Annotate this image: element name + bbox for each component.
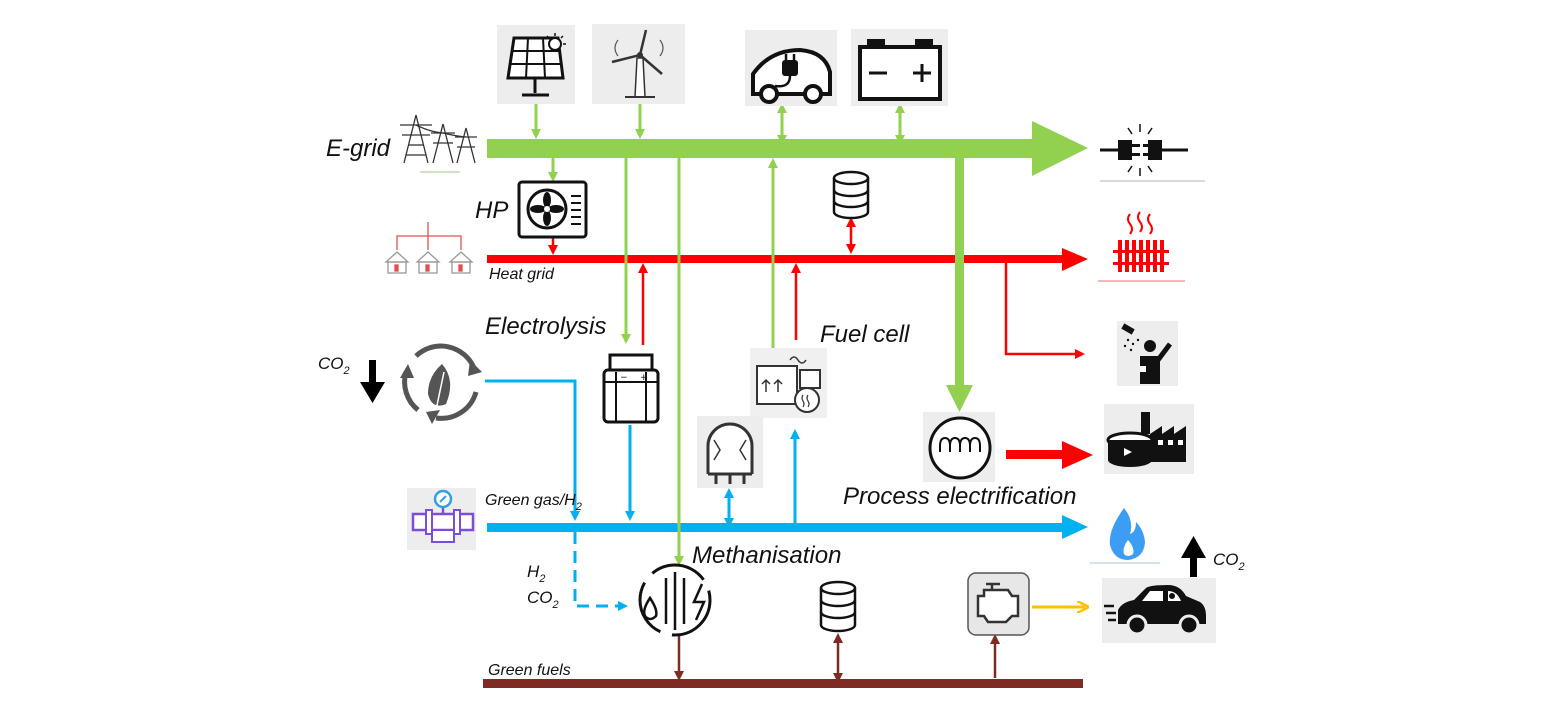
heat-pump-icon [517,180,588,239]
methanisation-icon [638,563,712,637]
storage-cylinder-icon [819,580,857,633]
svg-text:+: + [640,373,648,383]
electric-car-icon [745,30,837,106]
hp-label: HP [475,197,508,224]
methanisation-label: Methanisation [692,542,841,569]
green-fuels-label: Green fuels [488,662,571,679]
process-electrification-connector [946,157,973,412]
electric-connectors [531,103,905,566]
car-icon [1102,578,1216,643]
electrolysis-label: Electrolysis [485,313,606,340]
heat-connectors [548,217,1085,359]
plug-socket-icon [1100,124,1205,182]
electrolyser-icon: − + [602,353,660,424]
process-electrification-label: Process electrification [843,483,1076,510]
heat-grid-label: Heat grid [489,266,555,283]
storage-cylinder-icon [832,170,870,220]
co2-sink-arrow [360,360,385,403]
flame-icon [1090,508,1160,564]
green-gas-label: Green gas/H2 [485,492,582,513]
shower-icon [1117,321,1178,386]
fuel-connectors [674,633,1000,683]
gas-connectors [485,379,800,611]
fuel-cell-label: Fuel cell [820,321,910,348]
process-heat-arrow [1006,441,1093,469]
radiator-icon [1098,211,1185,282]
green-fuels-bus [483,679,1083,688]
engine-icon [967,572,1030,636]
gas-tank-icon [697,416,763,488]
wind-turbine-icon [592,24,685,104]
co2-emission-arrow [1181,536,1206,577]
industry-icon [1104,404,1194,474]
fuel-cell-icon [750,348,827,418]
battery-icon [851,29,948,106]
co2-input-label: CO2 [527,588,559,611]
svg-text:−: − [620,373,628,383]
solar-panel-icon [497,25,575,104]
e-grid-bus [487,121,1088,176]
heating-coil-icon [923,412,995,482]
e-grid-label: E-grid [326,135,391,162]
gas-pipeline-icon [407,488,476,550]
biogas-cycle-icon [400,343,482,424]
co2-sink-label: CO2 [318,354,350,377]
heat-grid-bus [487,248,1088,271]
co2-emission-label: CO2 [1213,550,1245,573]
district-heating-icon [384,222,474,274]
h2-input-label: H2 [527,562,545,585]
gas-grid-bus [487,515,1088,539]
transmission-tower-icon [400,114,477,173]
